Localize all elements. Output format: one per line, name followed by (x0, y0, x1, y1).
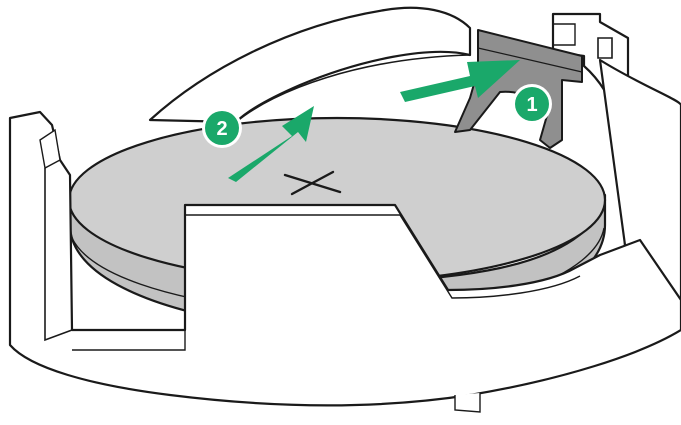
step-2-badge: 2 (202, 108, 242, 148)
holder-front-notch (455, 393, 480, 412)
step-2-number: 2 (216, 118, 227, 140)
step-1-badge: 1 (512, 84, 552, 124)
step-1-number: 1 (526, 94, 537, 116)
holder-right-clip-slot (598, 38, 612, 58)
holder-back-wall (150, 8, 470, 122)
